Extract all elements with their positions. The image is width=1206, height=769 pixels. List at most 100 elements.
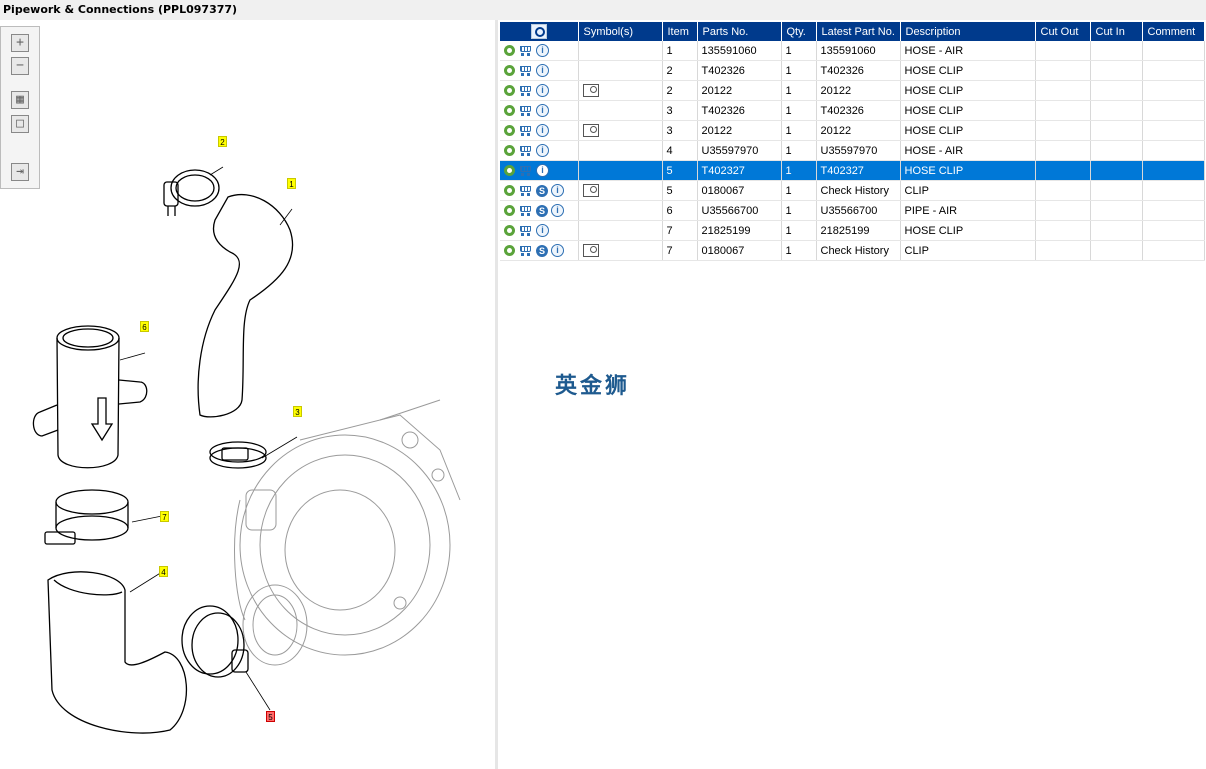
settings-gear-icon[interactable] <box>504 65 515 76</box>
cart-icon[interactable] <box>518 165 533 176</box>
callout-5[interactable]: 5 <box>266 711 275 722</box>
exploded-parts-diagram[interactable] <box>0 20 495 769</box>
row-part-no: T402326 <box>697 100 782 121</box>
row-description: HOSE CLIP <box>900 120 1036 141</box>
air-pipe-6-drawing <box>32 325 148 469</box>
info-icon[interactable]: i <box>536 144 549 157</box>
info-icon[interactable]: i <box>536 104 549 117</box>
row-item: 4 <box>662 140 698 161</box>
info-icon[interactable]: i <box>536 124 549 137</box>
zoom-in-button[interactable]: + <box>11 34 29 52</box>
column-header-symbols[interactable]: Symbol(s) <box>578 22 663 41</box>
row-cut-out <box>1035 160 1091 181</box>
row-qty: 1 <box>781 220 817 241</box>
cart-icon[interactable] <box>518 105 533 116</box>
row-cut-out <box>1035 140 1091 161</box>
row-latest-part-no: Check History <box>816 180 901 201</box>
column-header-description[interactable]: Description <box>900 22 1036 41</box>
hose-clip-7-drawing <box>44 489 129 545</box>
row-cut-in <box>1090 100 1143 121</box>
cart-icon[interactable] <box>518 205 533 216</box>
column-header-cut-in[interactable]: Cut In <box>1090 22 1143 41</box>
supersession-icon[interactable]: S <box>536 204 548 217</box>
column-header-qty[interactable]: Qty. <box>781 22 817 41</box>
settings-gear-icon[interactable] <box>504 245 515 256</box>
pane-splitter[interactable] <box>495 20 498 769</box>
settings-gear-icon[interactable] <box>504 165 515 176</box>
settings-gear-icon[interactable] <box>504 145 515 156</box>
cart-icon[interactable] <box>518 85 533 96</box>
book-search-icon[interactable] <box>582 84 599 97</box>
info-icon[interactable]: i <box>536 224 549 237</box>
row-description: PIPE - AIR <box>900 200 1036 221</box>
book-search-icon[interactable] <box>582 124 599 137</box>
settings-gear-icon[interactable] <box>504 85 515 96</box>
settings-gear-icon[interactable] <box>504 105 515 116</box>
row-part-no: 0180067 <box>697 180 782 201</box>
column-header-cut-out[interactable]: Cut Out <box>1035 22 1091 41</box>
supersession-icon[interactable]: S <box>536 184 548 197</box>
search-icon[interactable] <box>530 24 547 39</box>
settings-gear-icon[interactable] <box>504 45 515 56</box>
fit-all-button[interactable]: ▦ <box>11 91 29 109</box>
info-icon[interactable]: i <box>536 64 549 77</box>
cart-icon[interactable] <box>518 225 533 236</box>
row-comment <box>1142 240 1205 261</box>
info-icon[interactable]: i <box>536 164 549 177</box>
fit-window-button[interactable]: □ <box>11 115 29 133</box>
column-header-item[interactable]: Item <box>662 22 698 41</box>
callout-2[interactable]: 2 <box>218 136 227 147</box>
book-search-icon[interactable] <box>582 184 599 197</box>
callout-1[interactable]: 1 <box>287 178 296 189</box>
book-search-icon[interactable] <box>582 244 599 257</box>
row-cut-in <box>1090 80 1143 101</box>
cart-icon[interactable] <box>518 125 533 136</box>
hose-clip-2-drawing <box>163 169 220 216</box>
settings-gear-icon[interactable] <box>504 225 515 236</box>
info-icon[interactable]: i <box>551 204 564 217</box>
column-header-parts-no[interactable]: Parts No. <box>697 22 782 41</box>
hose-clip-3-drawing <box>209 441 267 469</box>
settings-gear-icon[interactable] <box>504 185 515 196</box>
cart-icon[interactable] <box>518 145 533 156</box>
cart-icon[interactable] <box>518 185 533 196</box>
info-icon[interactable]: i <box>536 44 549 57</box>
settings-gear-icon[interactable] <box>504 205 515 216</box>
row-item: 3 <box>662 100 698 121</box>
info-icon[interactable]: i <box>551 244 564 257</box>
zoom-out-button[interactable]: − <box>11 57 29 75</box>
cart-icon[interactable] <box>518 45 533 56</box>
column-header-latest-part-no[interactable]: Latest Part No. <box>816 22 901 41</box>
column-header-comment[interactable]: Comment <box>1142 22 1205 41</box>
row-cut-out <box>1035 60 1091 81</box>
callout-7[interactable]: 7 <box>160 511 169 522</box>
row-part-no: U35597970 <box>697 140 782 161</box>
collapse-pane-button[interactable]: ⇥ <box>11 163 29 181</box>
callout-4[interactable]: 4 <box>159 566 168 577</box>
callout-6[interactable]: 6 <box>140 321 149 332</box>
callout-3[interactable]: 3 <box>293 406 302 417</box>
info-icon[interactable]: i <box>551 184 564 197</box>
row-qty: 1 <box>781 100 817 121</box>
cart-icon[interactable] <box>518 65 533 76</box>
supersession-icon[interactable]: S <box>536 244 548 257</box>
row-item: 1 <box>662 41 698 61</box>
row-latest-part-no: 21825199 <box>816 220 901 241</box>
column-header-actions[interactable] <box>500 22 579 41</box>
row-comment <box>1142 200 1205 221</box>
info-icon[interactable]: i <box>536 84 549 97</box>
settings-gear-icon[interactable] <box>504 125 515 136</box>
cart-icon[interactable] <box>518 245 533 256</box>
table-header-row: Symbol(s) Item Parts No. Qty. Latest Par… <box>500 22 1205 41</box>
